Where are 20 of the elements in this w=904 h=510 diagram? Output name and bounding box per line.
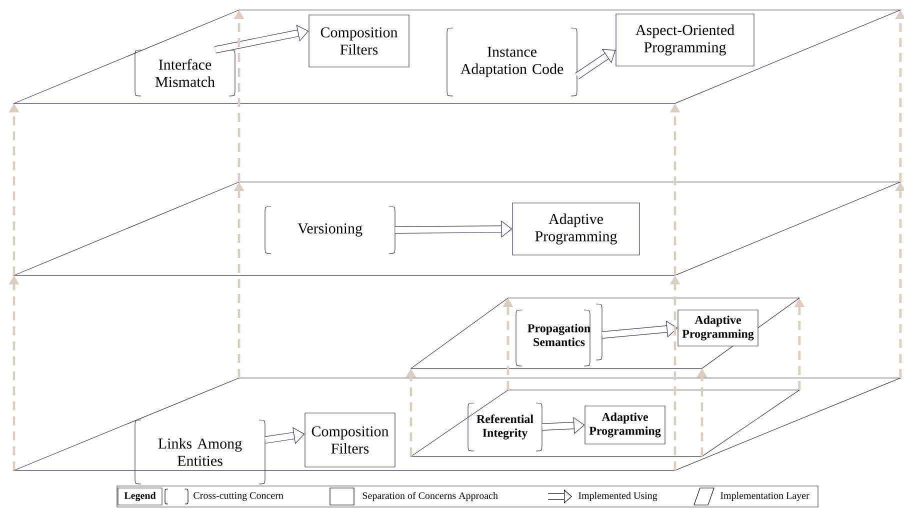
legend-text: Implementation Layer — [720, 492, 810, 502]
legend-text: Implemented Using — [578, 492, 658, 502]
block-arrow — [575, 49, 616, 79]
block-arrow — [214, 24, 309, 54]
approach-box: Adaptive Programming — [584, 406, 666, 444]
concern-bracket: Referential Integrity — [468, 402, 542, 452]
concern-bracket: Links Among Entities — [134, 420, 266, 484]
legend-text: Separation of Concerns Approach — [362, 492, 498, 502]
approach-box: Adaptive Programming — [512, 202, 640, 256]
legend-text: Cross-cutting Concern — [194, 492, 284, 501]
approach-box: Composition Filters — [304, 412, 396, 468]
concern-bracket: Interface Mismatch — [134, 50, 236, 96]
approach-box: Composition Filters — [308, 14, 410, 68]
approach-box: Aspect-Oriented Programming — [616, 14, 754, 66]
legend-title: Legend — [118, 488, 162, 506]
concern-bracket: Instance Adaptation Code — [446, 28, 578, 96]
concern-bracket: Versioning — [264, 206, 396, 254]
concern-bracket: Propagation Semantics — [516, 304, 602, 366]
approach-box: Adaptive Programming — [678, 310, 758, 346]
block-arrow — [602, 320, 678, 339]
